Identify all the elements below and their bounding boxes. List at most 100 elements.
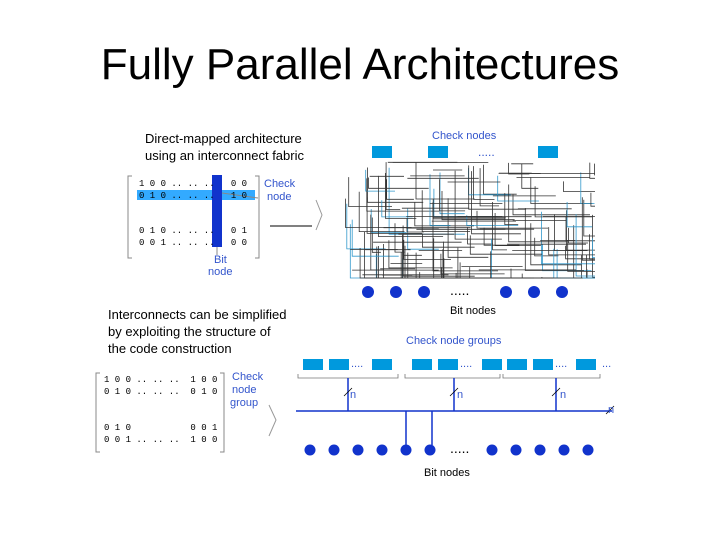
fabric-wire bbox=[429, 174, 451, 226]
direct-caption-line2: using an interconnect fabric bbox=[145, 148, 304, 163]
group-ellipsis-end: ... bbox=[602, 358, 612, 370]
structured-matrix-graphic bbox=[95, 372, 277, 453]
fabric-wire bbox=[433, 188, 498, 217]
fabric-wire bbox=[521, 273, 554, 279]
fabric-wire bbox=[351, 219, 399, 257]
bus-label-1: n bbox=[350, 389, 357, 401]
fabric-wire bbox=[521, 163, 539, 189]
fabric-wire bbox=[581, 197, 595, 261]
fabric-wire bbox=[358, 191, 405, 232]
check-node-groups-label: Check node groups bbox=[406, 335, 502, 347]
direct-caption-line1: Direct-mapped architecture bbox=[145, 131, 302, 146]
structured-bit-nodes-ellipsis: ..... bbox=[450, 440, 470, 456]
fabric-wire bbox=[388, 167, 465, 235]
fabric-wire bbox=[468, 165, 527, 210]
fabric-wire bbox=[541, 211, 595, 265]
fabric-wire bbox=[471, 171, 521, 235]
fabric-wire bbox=[553, 248, 595, 279]
direct-matrix-row-6: 0 0 1 .. .. .. 0 0 bbox=[139, 238, 248, 248]
fabric-wire bbox=[415, 252, 430, 279]
structured-matrix-row-1: 1 0 0 .. .. .. 1 0 0 bbox=[104, 375, 218, 385]
bit-node-label-1: Bit bbox=[214, 254, 227, 266]
fabric-wire bbox=[542, 244, 592, 272]
fabric-wire bbox=[433, 238, 495, 279]
fabric-wire bbox=[530, 177, 593, 204]
bus-label-2: n bbox=[457, 389, 464, 401]
direct-matrix-row-5: 0 1 0 .. .. .. 0 1 bbox=[139, 226, 248, 236]
fabric-wire bbox=[378, 175, 444, 237]
check-node-label-2: node bbox=[267, 191, 292, 203]
fabric-wire bbox=[575, 214, 595, 277]
direct-bit-nodes bbox=[362, 286, 568, 298]
fabric-wire bbox=[592, 238, 595, 259]
fabric-wire bbox=[508, 184, 567, 243]
fabric-wire bbox=[504, 193, 519, 225]
group-label-3: group bbox=[230, 397, 259, 409]
bit-node-label-2: node bbox=[208, 266, 233, 278]
fabric-wire bbox=[385, 162, 401, 210]
bit-nodes-ellipsis: ..... bbox=[450, 282, 470, 298]
group-label-2: node bbox=[232, 384, 257, 396]
direct-matrix-row-2: 0 1 0 .. .. .. 1 0 bbox=[139, 191, 248, 201]
fabric-wire bbox=[566, 210, 595, 251]
fabric-wire bbox=[565, 216, 595, 242]
group-ellipsis-3: .... bbox=[555, 358, 568, 370]
fabric-wire bbox=[573, 225, 595, 279]
structured-matrix-row-6: 0 0 1 .. .. .. 1 0 0 bbox=[104, 435, 218, 445]
fabric-wire bbox=[592, 214, 595, 278]
structured-matrix-row-2: 0 1 0 .. .. .. 0 1 0 bbox=[104, 387, 218, 397]
structured-caption-line2: by exploiting the structure of bbox=[108, 324, 271, 339]
fabric-wire bbox=[469, 235, 542, 255]
fabric-wire bbox=[534, 237, 559, 257]
fabric-wire bbox=[454, 170, 502, 240]
structured-bit-nodes-label: Bit nodes bbox=[424, 467, 470, 479]
fabric-wire bbox=[466, 215, 519, 226]
fabric-wire bbox=[457, 247, 531, 279]
fabric-wire bbox=[415, 162, 475, 200]
fabric-wire bbox=[367, 167, 424, 203]
fabric-wire bbox=[583, 199, 595, 237]
fabric-wire bbox=[407, 208, 439, 250]
fabric-wire bbox=[402, 247, 475, 277]
fabric-wire bbox=[406, 218, 424, 233]
check-node-label-1: Check bbox=[264, 178, 296, 190]
interconnect-fabric bbox=[345, 161, 595, 279]
direct-matrix-graphic bbox=[127, 175, 323, 259]
check-node-groups bbox=[303, 359, 596, 370]
structured-caption-line1: Interconnects can be simplified bbox=[108, 307, 287, 322]
fabric-wire bbox=[371, 217, 381, 253]
fabric-wire bbox=[385, 173, 417, 219]
fabric-wire bbox=[469, 267, 510, 279]
fabric-wire bbox=[589, 234, 595, 260]
fabric-wire bbox=[479, 168, 499, 207]
fabric-wire bbox=[441, 191, 515, 221]
fabric-wire bbox=[563, 181, 595, 192]
fabric-wire bbox=[402, 234, 477, 279]
fabric-wire bbox=[366, 178, 440, 212]
fabric-wire bbox=[565, 245, 595, 260]
fabric-wire bbox=[483, 227, 520, 246]
slide-title: Fully Parallel Architectures bbox=[100, 40, 620, 89]
group-ellipsis-2: .... bbox=[460, 358, 473, 370]
fabric-wire bbox=[510, 268, 534, 279]
fabric-wire bbox=[403, 239, 451, 260]
fabric-wire bbox=[414, 202, 474, 227]
fabric-wire bbox=[364, 231, 440, 279]
check-nodes-ellipsis: ..... bbox=[478, 145, 495, 159]
fabric-wire bbox=[589, 162, 595, 179]
fabric-wire bbox=[580, 172, 595, 204]
fabric-wire bbox=[370, 209, 407, 233]
group-ellipsis-1: .... bbox=[351, 358, 364, 370]
fabric-wire bbox=[421, 190, 471, 232]
group-brackets bbox=[297, 374, 601, 379]
structured-caption-line3: the code construction bbox=[108, 341, 232, 356]
fabric-wire bbox=[386, 179, 414, 200]
fabric-wire bbox=[508, 162, 530, 175]
fabric-wire bbox=[447, 198, 489, 258]
check-nodes-label: Check nodes bbox=[432, 130, 497, 142]
fabric-wire bbox=[497, 175, 539, 202]
fabric-wire bbox=[530, 223, 582, 266]
fabric-wire bbox=[394, 223, 405, 253]
fabric-wire bbox=[541, 277, 583, 279]
fabric-wire bbox=[439, 179, 466, 212]
